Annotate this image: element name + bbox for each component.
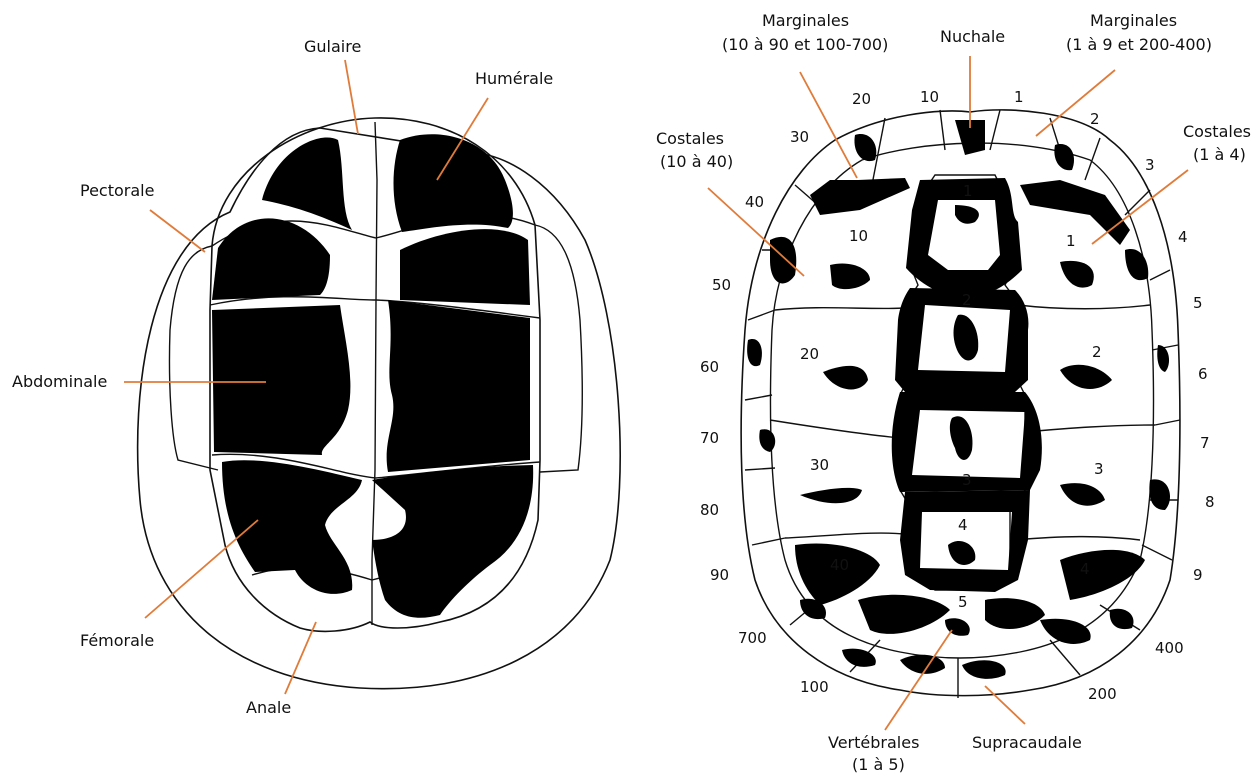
label-supracaudale: Supracaudale [972, 733, 1082, 752]
label-costales-right-line2: (1 à 4) [1193, 145, 1246, 164]
marginal-number: 80 [700, 501, 719, 519]
marginal-number: 20 [852, 90, 871, 108]
vertebral-number: 1 [963, 182, 973, 200]
label-marginales-left-line2: (10 à 90 et 100-700) [722, 35, 888, 54]
marginal-number: 30 [790, 128, 809, 146]
vertebral-number: 2 [962, 291, 972, 309]
costal-number: 10 [849, 227, 868, 245]
marginal-number: 1 [1014, 88, 1024, 106]
marginal-number: 9 [1193, 566, 1203, 584]
marginal-number: 700 [738, 629, 767, 647]
label-femorale: Fémorale [80, 631, 154, 650]
marginal-number: 5 [1193, 294, 1203, 312]
vertebral-number: 3 [962, 471, 972, 489]
leader-vertebrales [885, 630, 952, 730]
costal-number: 1 [1066, 232, 1076, 250]
label-anale: Anale [246, 698, 291, 717]
plastron-humeral-right-patch [394, 134, 513, 232]
marginal-number: 400 [1155, 639, 1184, 657]
plastron-pectoral-right-patch [400, 229, 530, 305]
costal-number: 2 [1092, 343, 1102, 361]
leader-femorale [145, 520, 258, 618]
label-costales-right-line1: Costales [1183, 122, 1251, 141]
label-humerale: Humérale [475, 69, 553, 88]
plastron-femoral-right-patch [372, 465, 533, 618]
label-marginales-left-line1: Marginales [762, 11, 849, 30]
label-marginales-right-line1: Marginales [1090, 11, 1177, 30]
marginal-number: 10 [920, 88, 939, 106]
carapace: Marginales (10 à 90 et 100-700) Nuchale … [656, 11, 1251, 774]
label-abdominale: Abdominale [12, 372, 107, 391]
label-costales-left-line1: Costales [656, 129, 724, 148]
costal-number: 30 [810, 456, 829, 474]
plastron-abdominal-right-patch [387, 300, 530, 472]
plastron-abdominal-left-patch [212, 305, 350, 455]
leader-pectorale [150, 210, 205, 252]
leader-anale [285, 622, 316, 694]
costal-seam-left-2 [770, 420, 900, 438]
label-pectorale: Pectorale [80, 181, 154, 200]
plastron: Gulaire Humérale Pectorale Abdominale Fé… [12, 37, 620, 717]
marginal-number: 2 [1090, 110, 1100, 128]
label-vertebrales-line1: Vertébrales [828, 733, 919, 752]
label-marginales-right-line2: (1 à 9 et 200-400) [1066, 35, 1212, 54]
plastron-gular-left-patch [262, 138, 352, 231]
marginal-number: 100 [800, 678, 829, 696]
plastron-right-bridge [535, 225, 582, 472]
leader-gulaire [345, 60, 358, 134]
marginal-number: 50 [712, 276, 731, 294]
marginal-number: 60 [700, 358, 719, 376]
costal-seam-right-2 [1025, 425, 1155, 432]
marginal-number: 8 [1205, 493, 1215, 511]
leader-marginales-right [1036, 70, 1115, 136]
marginal-number: 3 [1145, 156, 1155, 174]
costal-seam-right-3 [1015, 537, 1140, 540]
costal-seam-left-3 [785, 533, 912, 538]
costal-number: 3 [1094, 460, 1104, 478]
plastron-pectoral-left-patch [212, 218, 330, 300]
vertebral-number: 4 [958, 516, 968, 534]
vertebral-number: 5 [958, 593, 968, 611]
marginal-number: 6 [1198, 365, 1208, 383]
marginal-number: 7 [1200, 434, 1210, 452]
label-nuchale: Nuchale [940, 27, 1005, 46]
costal-number: 20 [800, 345, 819, 363]
label-vertebrales-line2: (1 à 5) [852, 755, 905, 774]
costal-seam-left-1 [775, 308, 905, 310]
costal-number: 40 [830, 556, 849, 574]
label-gulaire: Gulaire [304, 37, 361, 56]
marginal-number: 70 [700, 429, 719, 447]
marginal-number: 4 [1178, 228, 1188, 246]
marginal-number: 90 [710, 566, 729, 584]
costal-seam-right-1 [1018, 305, 1150, 309]
costal-number: 4 [1080, 560, 1090, 578]
label-costales-left-line2: (10 à 40) [660, 152, 733, 171]
marginal-number: 200 [1088, 685, 1117, 703]
plastron-femoral-left-patch [222, 460, 362, 594]
marginal-number: 40 [745, 193, 764, 211]
